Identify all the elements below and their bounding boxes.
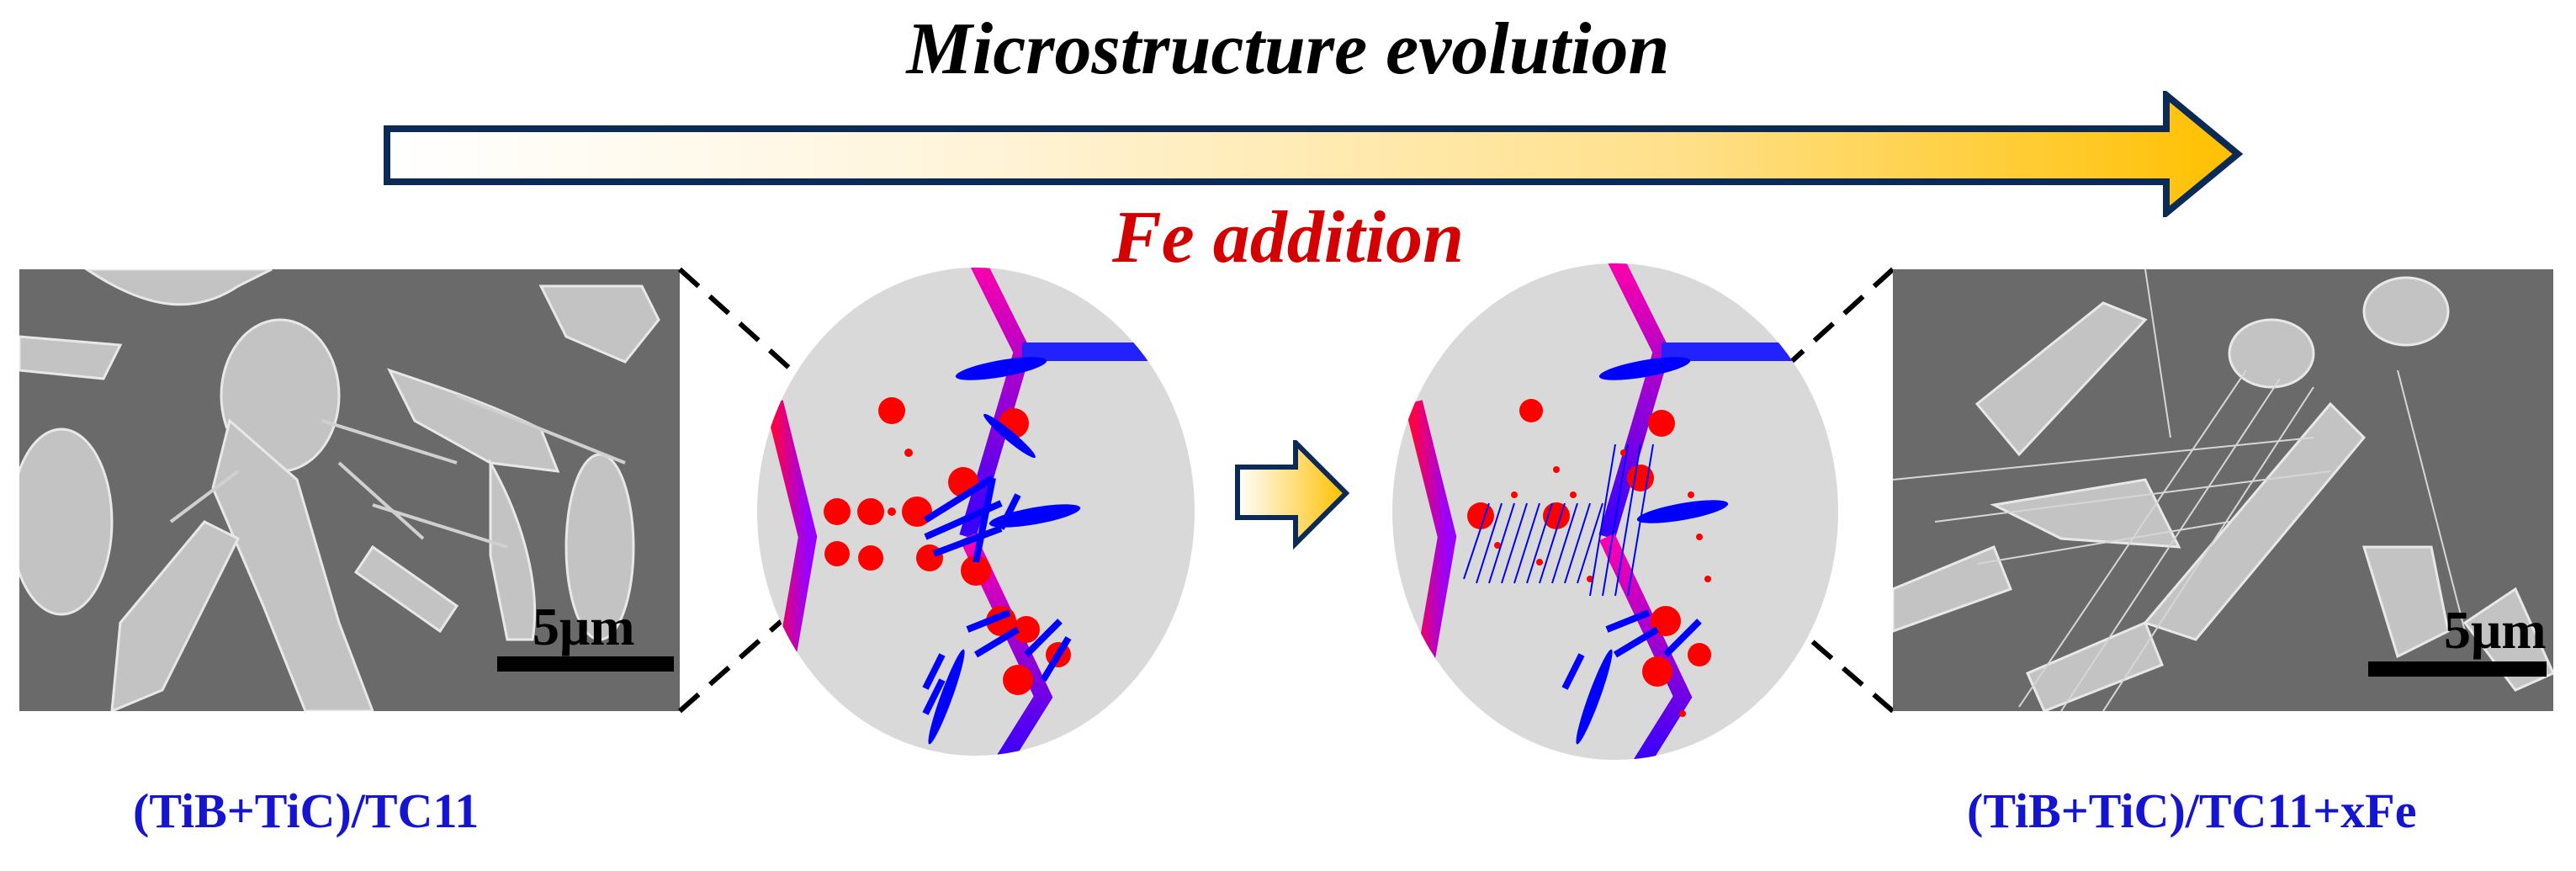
scale-bar-right xyxy=(2368,661,2547,677)
schematic-before xyxy=(757,268,1195,756)
schematic-after xyxy=(1392,263,1838,760)
scale-bar-left xyxy=(497,656,674,672)
process-label: Fe addition xyxy=(1111,197,1465,279)
scale-label-right: 5μm xyxy=(2444,600,2547,660)
figure-title: Microstructure evolution xyxy=(906,8,1670,90)
caption-left: (TiB+TiC)/TC11 xyxy=(133,783,480,838)
scale-label-left: 5μm xyxy=(533,597,635,656)
caption-right: (TiB+TiC)/TC11+xFe xyxy=(1967,783,2417,838)
sem-image-right: 5μm xyxy=(1893,269,2553,711)
sem-image-left: 5μm xyxy=(19,269,680,711)
sem-texture-left xyxy=(19,269,680,711)
transition-arrow-icon xyxy=(1235,440,1350,550)
evolution-arrow-icon xyxy=(384,91,2244,217)
